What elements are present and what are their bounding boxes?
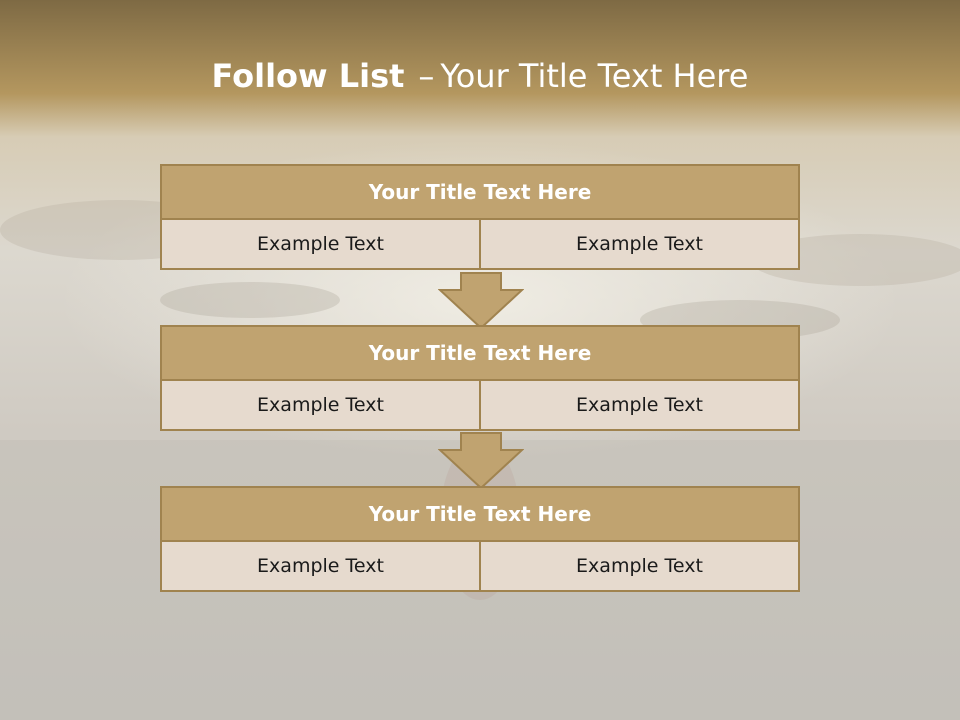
down-arrow-icon	[438, 432, 524, 490]
title-bold: Follow List	[211, 57, 405, 95]
step-title: Your Title Text Here	[160, 164, 800, 220]
step-cell-right: Example Text	[481, 542, 800, 592]
step-cell-right: Example Text	[481, 381, 800, 431]
down-arrow-icon	[438, 272, 524, 330]
step-cell-left: Example Text	[160, 381, 481, 431]
step-cell-left: Example Text	[160, 220, 481, 270]
step-row: Example Text Example Text	[160, 542, 800, 592]
title-dash: –	[418, 57, 435, 95]
step-box-2: Your Title Text Here Example Text Exampl…	[160, 325, 800, 431]
step-box-1: Your Title Text Here Example Text Exampl…	[160, 164, 800, 270]
step-box-3: Your Title Text Here Example Text Exampl…	[160, 486, 800, 592]
step-title: Your Title Text Here	[160, 325, 800, 381]
step-title: Your Title Text Here	[160, 486, 800, 542]
step-row: Example Text Example Text	[160, 220, 800, 270]
step-row: Example Text Example Text	[160, 381, 800, 431]
step-cell-right: Example Text	[481, 220, 800, 270]
title-rest: Your Title Text Here	[440, 57, 749, 95]
step-cell-left: Example Text	[160, 542, 481, 592]
slide-title: Follow List–Your Title Text Here	[0, 52, 960, 100]
